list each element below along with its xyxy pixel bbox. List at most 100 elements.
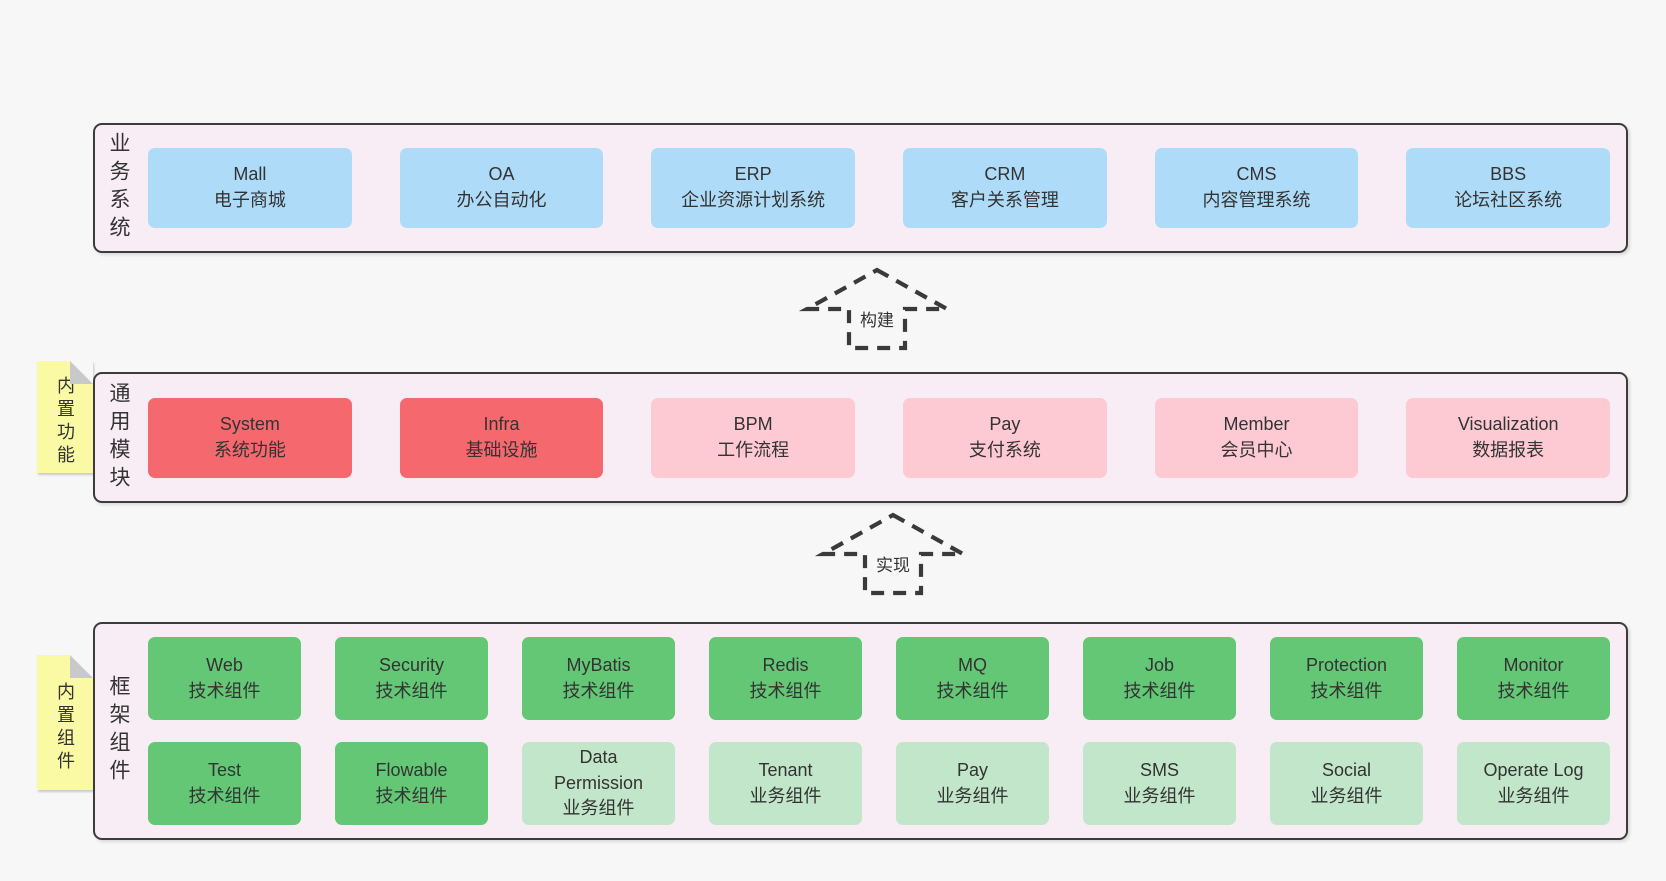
box-subtitle: 内容管理系统 — [1202, 190, 1311, 210]
box-subtitle: 客户关系管理 — [950, 190, 1059, 210]
box-subtitle: 会员中心 — [1220, 439, 1293, 460]
sticky-tab-label: 内置组件 — [55, 681, 75, 774]
box-subtitle: 业务组件 — [1497, 785, 1570, 806]
box-title: OA — [488, 164, 515, 185]
module-row: System 系统功能 Infra 基础设施 BPM 工作流程 Pay 支付系统 Member 会… — [148, 397, 1611, 478]
box-title: Pay — [989, 413, 1021, 434]
box-subtitle: 系统功能 — [213, 439, 286, 460]
box-subtitle: 工作流程 — [717, 439, 790, 460]
box-subtitle: 论坛社区系统 — [1454, 190, 1563, 210]
dashed-up-arrow-icon — [799, 267, 955, 351]
arrow-label: 实现 — [872, 550, 914, 577]
box-protection: Protection 技术组件 — [1270, 637, 1423, 720]
sticky-tab-built-in-components: 内置组件 — [37, 655, 93, 790]
box-title: Member — [1223, 413, 1290, 434]
box-subtitle: 技术组件 — [936, 680, 1009, 701]
sticky-tab-built-in-features: 内置功能 — [37, 361, 93, 473]
layer-title: 业务系统 — [107, 132, 130, 244]
box-subtitle: 支付系统 — [968, 439, 1041, 460]
module-row: Mall 电子商城 OA 办公自动化 ERP 企业资源计划系统 CRM 客户关系管理 CMS 内容… — [148, 148, 1611, 228]
box-subtitle: 技术组件 — [1123, 680, 1196, 701]
box-subtitle: 办公自动化 — [456, 190, 547, 210]
box-subtitle: 技术组件 — [375, 680, 448, 701]
box-subtitle: 业务组件 — [562, 798, 635, 819]
business-systems-panel: 业务系统 Mall 电子商城 OA 办公自动化 ERP 企业资源计划系统 CRM 客户关系管理… — [93, 123, 1628, 253]
panel-rows: Mall 电子商城 OA 办公自动化 ERP 企业资源计划系统 CRM 客户关系管理 CMS 内容… — [148, 148, 1626, 228]
box-subtitle: 技术组件 — [749, 680, 822, 701]
box-subtitle: 业务组件 — [749, 785, 822, 806]
layer-title: 通用模块 — [107, 381, 130, 494]
box-operate-log: Operate Log 业务组件 — [1457, 742, 1610, 825]
box-subtitle: 技术组件 — [1497, 680, 1570, 701]
box-title: CMS — [1236, 164, 1277, 185]
box-cms: CMS 内容管理系统 — [1154, 148, 1359, 228]
framework-components-panel: 框架组件 Web 技术组件 Security 技术组件 MyBatis 技术组件 Redis… — [93, 622, 1628, 840]
box-subtitle: 业务组件 — [1123, 785, 1196, 806]
box-subtitle: 技术组件 — [1310, 680, 1383, 701]
folded-corner — [70, 655, 93, 678]
box-title: Protection — [1305, 654, 1388, 675]
build-arrow: 构建 — [799, 265, 955, 353]
box-system: System 系统功能 — [148, 397, 352, 478]
box-title: Mall — [233, 164, 267, 185]
folded-corner — [70, 361, 93, 384]
box-title: CRM — [984, 164, 1026, 185]
box-infra: Infra 基础设施 — [399, 397, 604, 478]
box-title: Visualization — [1457, 413, 1559, 434]
box-title: Security — [378, 654, 445, 675]
box-member: Member 会员中心 — [1154, 397, 1359, 478]
box-title: BBS — [1490, 164, 1527, 185]
arrow-label: 构建 — [856, 305, 898, 332]
box-title: Social — [1321, 759, 1372, 780]
box-bpm: BPM 工作流程 — [651, 397, 856, 478]
sticky-tab-label: 内置功能 — [55, 376, 75, 468]
box-subtitle: 基础设施 — [465, 439, 538, 460]
box-title: ERP — [734, 164, 772, 185]
box-title: Flowable — [375, 759, 448, 780]
box-title: Web — [206, 654, 243, 675]
box-subtitle: 技术组件 — [188, 785, 261, 806]
box-flowable: Flowable 技术组件 — [335, 742, 488, 825]
box-sms: SMS 业务组件 — [1083, 742, 1236, 825]
box-subtitle: 技术组件 — [562, 680, 635, 701]
box-subtitle: 电子商城 — [213, 190, 286, 210]
box-title: BPM — [733, 413, 773, 434]
box-subtitle: 技术组件 — [188, 680, 261, 701]
box-title: System — [219, 413, 280, 434]
box-pay: Pay 支付系统 — [903, 397, 1107, 478]
box-crm: CRM 客户关系管理 — [903, 148, 1107, 228]
box-title: Redis — [762, 654, 809, 675]
box-subtitle: 业务组件 — [936, 785, 1009, 806]
box-subtitle: 业务组件 — [1310, 785, 1383, 806]
box-job: Job 技术组件 — [1083, 637, 1236, 720]
box-title: Operate Log — [1483, 759, 1584, 780]
box-erp: ERP 企业资源计划系统 — [651, 148, 856, 228]
box-title: Data Permission — [553, 747, 644, 793]
layer-title: 框架组件 — [107, 675, 130, 787]
box-oa: OA 办公自动化 — [399, 148, 604, 228]
box-bbs: BBS 论坛社区系统 — [1406, 148, 1611, 228]
box-subtitle: 技术组件 — [375, 785, 448, 806]
implement-arrow: 实现 — [815, 510, 971, 598]
box-title: MyBatis — [566, 654, 631, 675]
box-security: Security 技术组件 — [335, 637, 488, 720]
box-tenant: Tenant 业务组件 — [709, 742, 862, 825]
dashed-up-arrow-icon — [815, 512, 971, 596]
box-title: SMS — [1139, 759, 1179, 780]
box-title: Infra — [483, 413, 520, 434]
box-subtitle: 企业资源计划系统 — [681, 190, 826, 210]
box-data-permission: Data Permission 业务组件 — [522, 742, 675, 825]
box-title: Job — [1144, 654, 1175, 675]
box-mybatis: MyBatis 技术组件 — [522, 637, 675, 720]
common-modules-panel: 通用模块 System 系统功能 Infra 基础设施 BPM 工作流程 Pay 支付系统 Me… — [93, 372, 1628, 503]
box-title: Tenant — [758, 759, 813, 780]
panel-rows: System 系统功能 Infra 基础设施 BPM 工作流程 Pay 支付系统 Member 会… — [148, 397, 1626, 478]
